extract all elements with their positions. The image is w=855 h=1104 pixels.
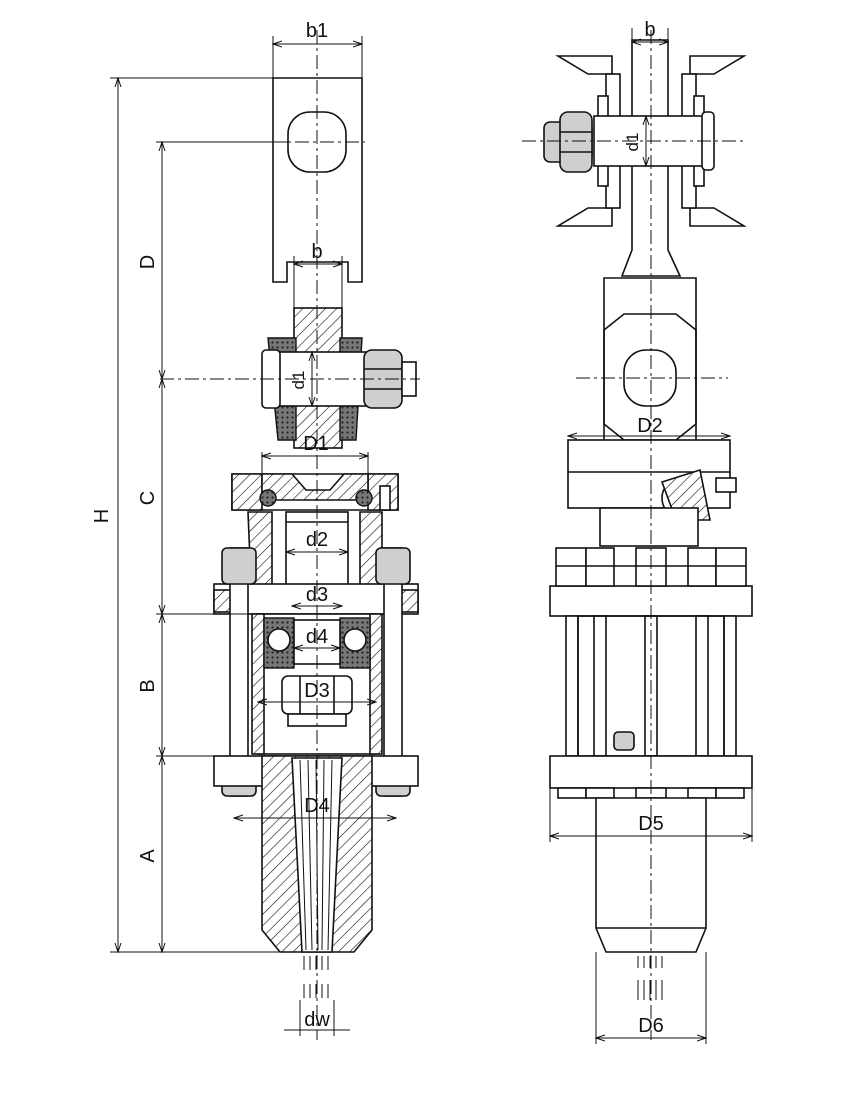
label-d2: d2 [306,529,328,551]
bearing-ball-left [267,628,291,652]
label-D6: D6 [638,1015,664,1037]
label-H: H [91,509,113,523]
label-b-right: b [644,19,655,41]
grease-nut [613,731,635,751]
label-d1-right: d1 [623,133,642,152]
label-dw: dw [304,1009,330,1031]
ear-top-left [555,55,613,75]
label-D1: D1 [303,433,329,455]
wire-strands-right [637,956,663,1000]
dimensions [110,28,752,1044]
label-D: D [137,255,159,269]
label-d1-left: d1 [289,371,308,390]
label-d4: d4 [306,626,328,648]
bearing-ball-right [343,628,367,652]
grease-nipple [379,485,391,511]
dimension-labels: b1 b b d1 d1 D1 d2 D2 d3 d4 D3 D4 D5 D6 … [91,19,664,1037]
label-d3: d3 [306,584,328,606]
upper-nuts [555,547,747,587]
ear-top-right [689,55,747,75]
label-D5: D5 [638,813,664,835]
label-b-left: b [311,241,322,263]
left-sectional-view [160,30,420,1040]
label-D3: D3 [304,680,330,702]
wire-strands-left [303,956,329,998]
label-D2: D2 [637,415,663,437]
right-elevation-view [522,30,753,1040]
label-D4: D4 [304,795,330,817]
label-C: C [137,491,159,505]
label-A: A [137,849,159,863]
label-b1: b1 [306,20,328,42]
label-B: B [137,679,159,692]
